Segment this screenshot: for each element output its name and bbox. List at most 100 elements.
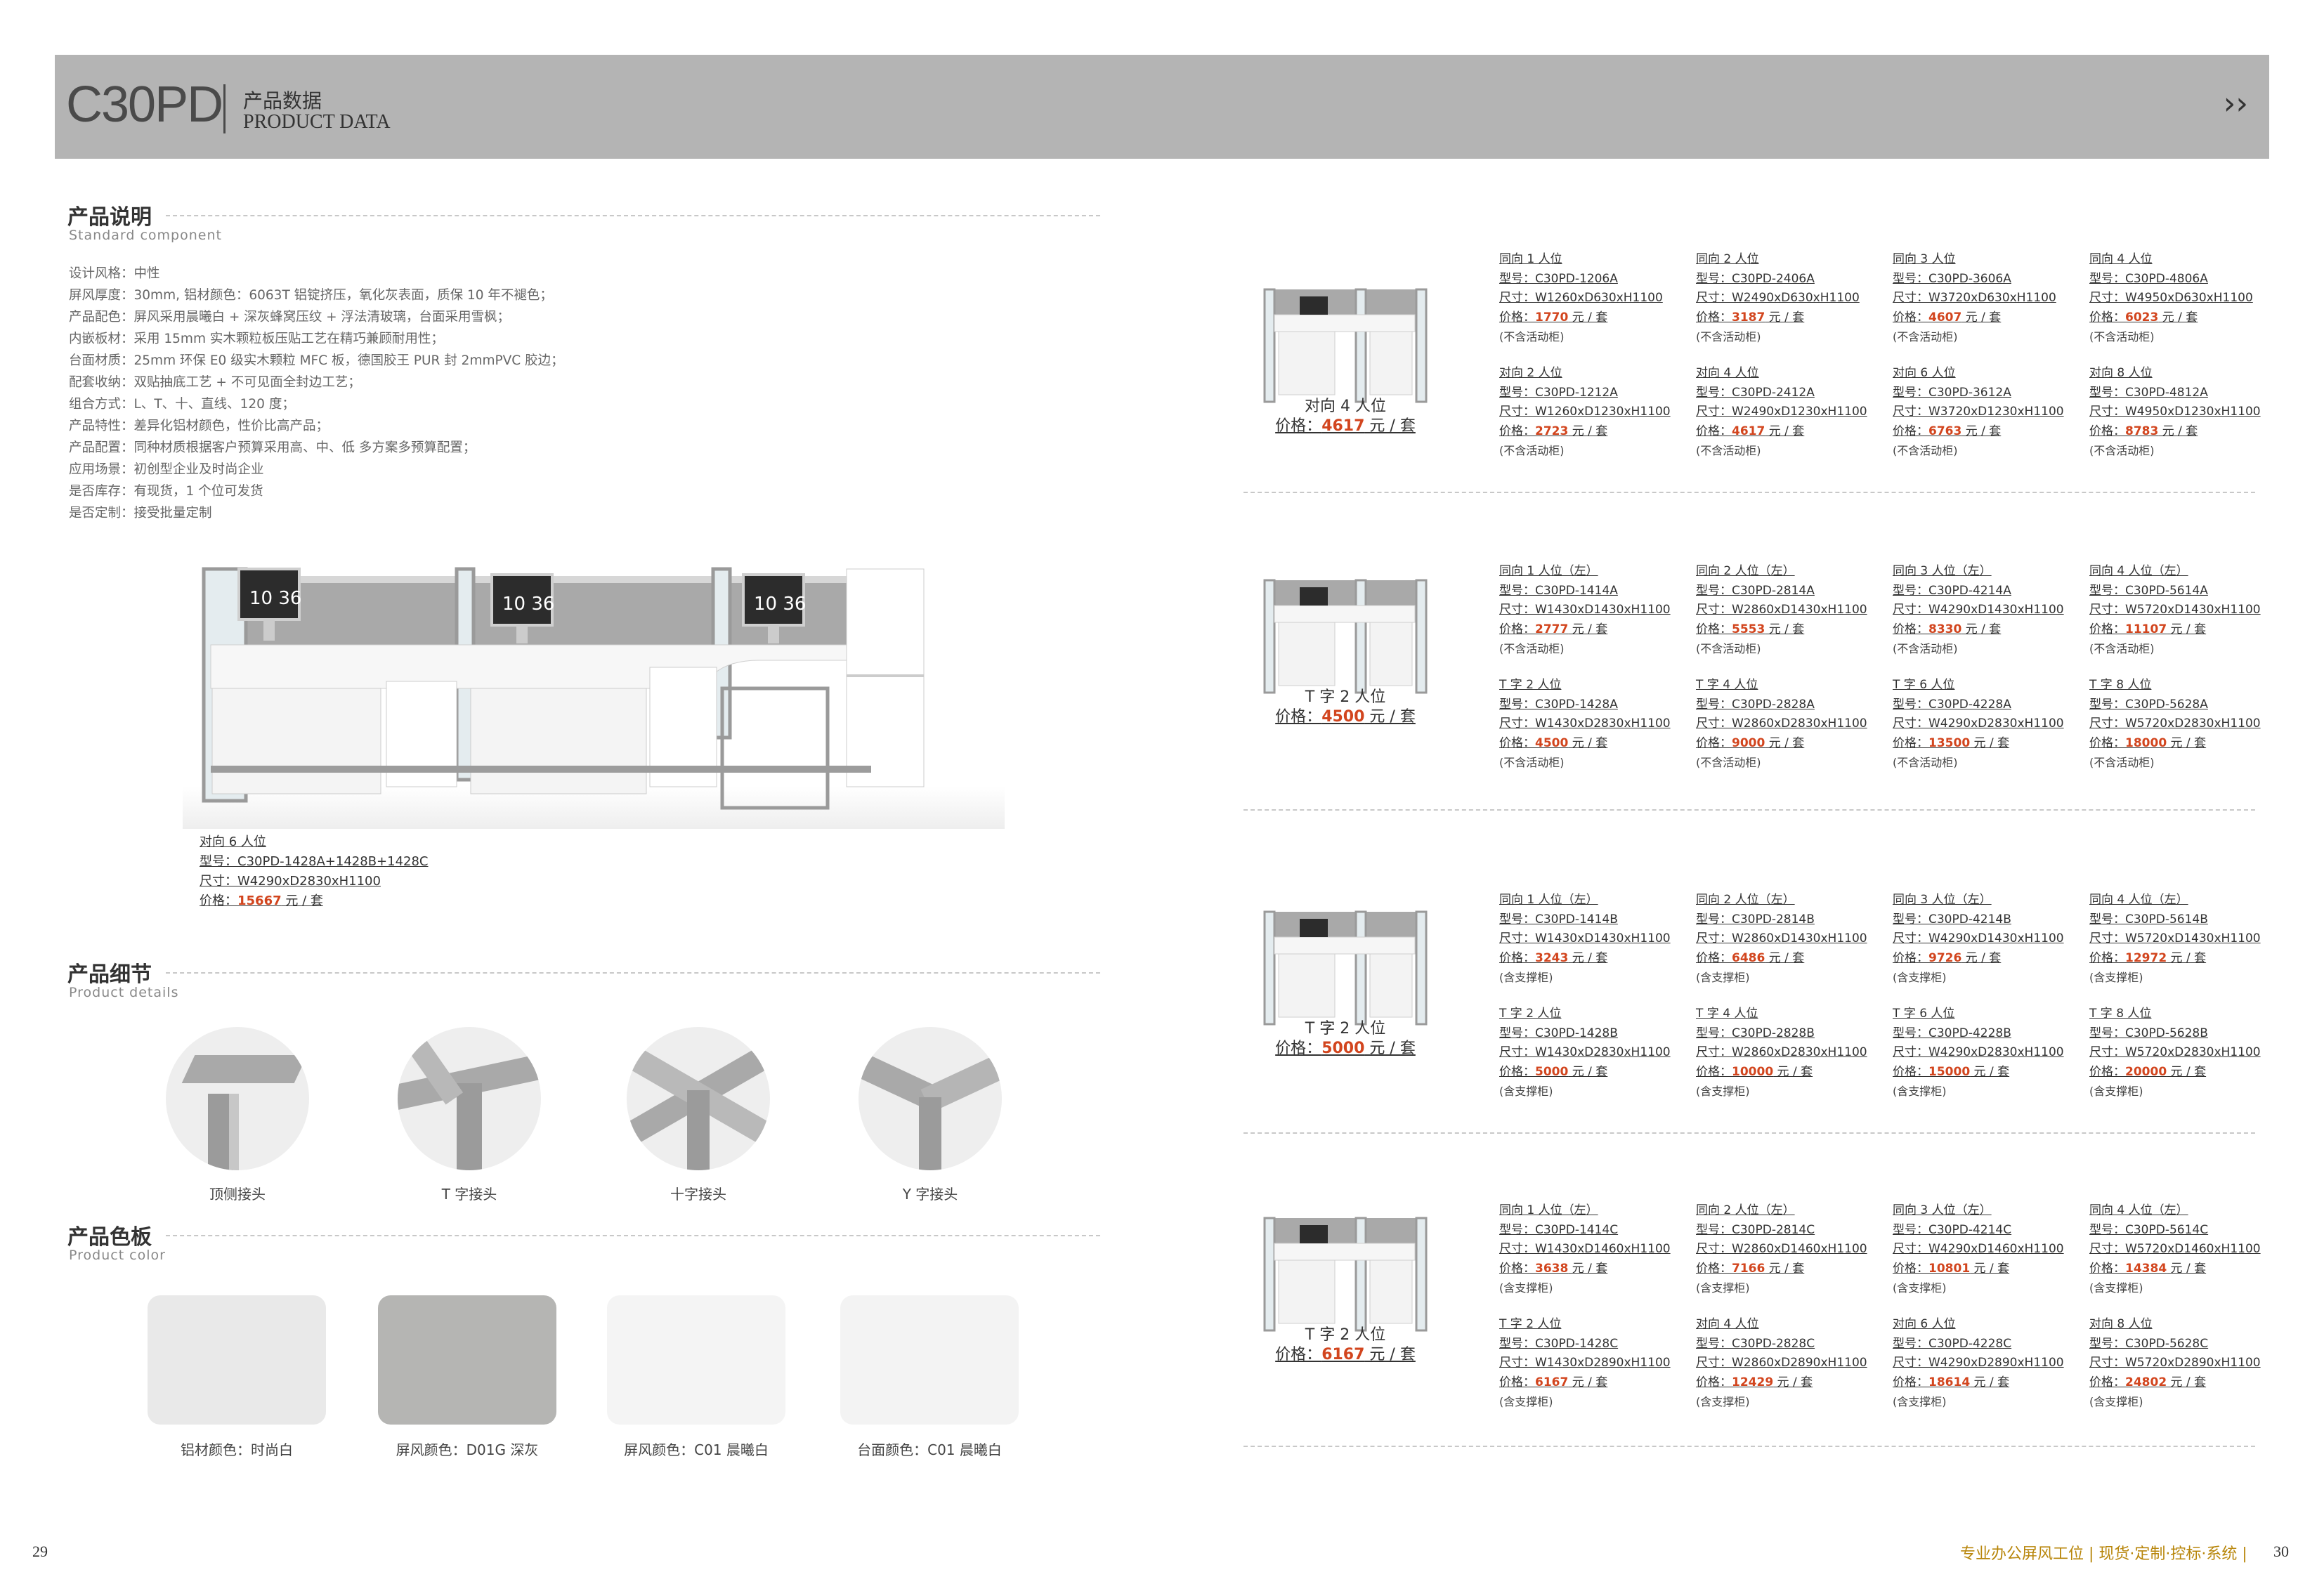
product-size: 尺寸：W4290xD2830xH1100 bbox=[1893, 1045, 2064, 1059]
product-note: (不含活动柜) bbox=[1696, 330, 1761, 343]
product-note: (不含活动柜) bbox=[2089, 444, 2155, 457]
product-price: 价格：3243 元 / 套 bbox=[1499, 950, 1608, 965]
product-size: 尺寸：W5720xD2830xH1100 bbox=[2089, 1045, 2261, 1059]
product-size: 尺寸：W3720xD1230xH1100 bbox=[1893, 405, 2064, 419]
monitor-clock: 10 36 bbox=[502, 594, 554, 615]
product-name: 同向 4 人位 bbox=[2089, 252, 2153, 266]
detail-label: T 字接头 bbox=[441, 1186, 497, 1203]
product-price: 价格：13500 元 / 套 bbox=[1893, 735, 2010, 750]
product-name: 同向 2 人位（左） bbox=[1696, 564, 1795, 578]
product-model: 型号：C30PD-4214B bbox=[1893, 912, 2011, 927]
product-spec-card: 同向 3 人位（左） 型号：C30PD-4214A 尺寸：W4290xD1430… bbox=[1893, 562, 2064, 659]
product-note: (不含活动柜) bbox=[1696, 642, 1761, 655]
product-size: 尺寸：W4290xD1430xH1100 bbox=[1893, 603, 2064, 617]
product-note: (不含活动柜) bbox=[2089, 642, 2155, 655]
header-divider bbox=[223, 84, 226, 133]
product-size: 尺寸：W2860xD1460xH1100 bbox=[1696, 1242, 1867, 1256]
product-spec-card: 同向 1 人位 型号：C30PD-1206A 尺寸：W1260xD630xH11… bbox=[1499, 250, 1663, 347]
spec-item: 产品配色：屏风采用晨曦白 + 深灰蜂窝压纹 + 浮法清玻璃，台面采用雪枫； bbox=[69, 310, 511, 325]
product-price: 价格：7166 元 / 套 bbox=[1696, 1261, 1805, 1276]
product-name: 对向 8 人位 bbox=[2089, 366, 2153, 380]
product-model: 型号：C30PD-1428A bbox=[1499, 697, 1618, 712]
product-spec-card: 同向 4 人位（左） 型号：C30PD-5614B 尺寸：W5720xD1430… bbox=[2089, 891, 2261, 988]
product-note: (不含活动柜) bbox=[1499, 756, 1565, 769]
product-model: 型号：C30PD-1428B bbox=[1499, 1026, 1618, 1040]
product-spec-card: 同向 3 人位（左） 型号：C30PD-4214C 尺寸：W4290xD1460… bbox=[1893, 1201, 2064, 1298]
product-model: 型号：C30PD-4228B bbox=[1893, 1026, 2011, 1040]
product-size: 尺寸：W4950xD1230xH1100 bbox=[2089, 405, 2261, 419]
product-note: (含支撑柜) bbox=[1499, 1281, 1553, 1295]
spec-item: 内嵌板材：采用 15mm 实木颗粒板压贴工艺在精巧兼顾耐用性； bbox=[69, 332, 444, 346]
product-model: 型号：C30PD-2814C bbox=[1696, 1222, 1815, 1237]
product-name: T 字 4 人位 bbox=[1696, 678, 1758, 692]
product-spec-card: 对向 2 人位 型号：C30PD-1212A 尺寸：W1260xD1230xH1… bbox=[1499, 364, 1671, 461]
product-note: (含支撑柜) bbox=[2089, 1281, 2143, 1295]
product-name: 同向 4 人位（左） bbox=[2089, 564, 2188, 578]
t-joint-graphic bbox=[398, 1040, 541, 1170]
product-price: 价格：4607 元 / 套 bbox=[1893, 310, 2002, 325]
product-name: T 字 2 人位 bbox=[1499, 1007, 1562, 1021]
product-spec-card: 同向 3 人位 型号：C30PD-3606A 尺寸：W3720xD630xH11… bbox=[1893, 250, 2056, 347]
product-name: 同向 2 人位（左） bbox=[1696, 893, 1795, 907]
spec-item: 配套收纳：双贴抽底工艺 + 不可见面全封边工艺； bbox=[69, 375, 361, 390]
product-model: 型号：C30PD-2412A bbox=[1696, 385, 1815, 400]
product-model: 型号：C30PD-5628C bbox=[2089, 1336, 2209, 1351]
product-note: (含支撑柜) bbox=[1499, 971, 1553, 984]
footer-slogan: 专业办公屏风工位 | 现货·定制·控标·系统 | bbox=[1960, 1545, 2247, 1563]
product-note: (含支撑柜) bbox=[1696, 1085, 1750, 1098]
detail-t-joint bbox=[398, 1027, 541, 1170]
product-price: 价格：4500 元 / 套 bbox=[1499, 735, 1608, 750]
product-spec-card: 对向 4 人位 型号：C30PD-2412A 尺寸：W2490xD1230xH1… bbox=[1696, 364, 1867, 461]
product-price: 价格：18614 元 / 套 bbox=[1893, 1375, 2010, 1389]
product-model: 型号：C30PD-1414C bbox=[1499, 1222, 1619, 1237]
product-price: 价格：15000 元 / 套 bbox=[1893, 1064, 2010, 1079]
product-model: 型号：C30PD-4228A bbox=[1893, 697, 2011, 712]
product-model: 型号：C30PD-3612A bbox=[1893, 385, 2011, 400]
swatch-label: 台面颜色：C01 晨曦白 bbox=[857, 1441, 1002, 1458]
product-spec-card: T 字 6 人位 型号：C30PD-4228A 尺寸：W4290xD2830xH… bbox=[1893, 676, 2064, 773]
product-price: 价格：4617 元 / 套 bbox=[1696, 424, 1805, 438]
product-name: T 字 6 人位 bbox=[1893, 678, 1955, 692]
product-size: 尺寸：W5720xD1430xH1100 bbox=[2089, 603, 2261, 617]
product-spec-card: 同向 4 人位（左） 型号：C30PD-5614C 尺寸：W5720xD1460… bbox=[2089, 1201, 2261, 1298]
product-model: 型号：C30PD-4214A bbox=[1893, 583, 2011, 598]
description-title: 产品说明 bbox=[67, 205, 152, 230]
cross-joint-graphic bbox=[627, 1040, 770, 1170]
product-price: 价格：1770 元 / 套 bbox=[1499, 310, 1608, 325]
product-note: (含支撑柜) bbox=[2089, 971, 2143, 984]
double-chevron-right-icon[interactable]: ›› bbox=[2223, 86, 2248, 122]
product-name: T 字 8 人位 bbox=[2089, 678, 2152, 692]
product-name: 对向 6 人位 bbox=[1893, 366, 1956, 380]
section-divider bbox=[166, 972, 1100, 974]
product-price: 价格：6486 元 / 套 bbox=[1696, 950, 1805, 965]
product-spec-card: 对向 6 人位 型号：C30PD-4228C 尺寸：W4290xD2890xH1… bbox=[1893, 1315, 2064, 1412]
product-model: 型号：C30PD-5628B bbox=[2089, 1026, 2208, 1040]
product-name: 同向 1 人位（左） bbox=[1499, 564, 1598, 578]
header-band: C30PD 产品数据 PRODUCT DATA ›› bbox=[55, 55, 2269, 159]
product-size: 尺寸：W2860xD2830xH1100 bbox=[1696, 716, 1867, 731]
product-size: 尺寸：W1260xD1230xH1100 bbox=[1499, 405, 1671, 419]
product-note: (不含活动柜) bbox=[1499, 444, 1565, 457]
group-thumbnail bbox=[1263, 1217, 1428, 1332]
product-name: 同向 1 人位 bbox=[1499, 252, 1562, 266]
product-size: 尺寸：W2860xD2890xH1100 bbox=[1696, 1356, 1867, 1370]
product-spec-card: 对向 6 人位 型号：C30PD-3612A 尺寸：W3720xD1230xH1… bbox=[1893, 364, 2064, 461]
group-thumbnail bbox=[1263, 579, 1428, 694]
product-size: 尺寸：W1430xD1430xH1100 bbox=[1499, 603, 1671, 617]
product-note: (含支撑柜) bbox=[1893, 1395, 1947, 1408]
product-size: 尺寸：W1260xD630xH1100 bbox=[1499, 291, 1663, 305]
product-price: 价格：18000 元 / 套 bbox=[2089, 735, 2207, 750]
group-thumb-price: 价格：6167 元 / 套 bbox=[1275, 1346, 1416, 1363]
product-model: 型号：C30PD-4806A bbox=[2089, 271, 2208, 286]
main-product-price: 价格：15667 元 / 套 bbox=[200, 894, 323, 908]
product-size: 尺寸：W5720xD2890xH1100 bbox=[2089, 1356, 2261, 1370]
swatch-desktop-morning-white bbox=[840, 1295, 1019, 1425]
product-size: 尺寸：W5720xD1460xH1100 bbox=[2089, 1242, 2261, 1256]
product-spec-card: T 字 4 人位 型号：C30PD-2828A 尺寸：W2860xD2830xH… bbox=[1696, 676, 1867, 773]
product-price: 价格：6763 元 / 套 bbox=[1893, 424, 2002, 438]
colors-title: 产品色板 bbox=[67, 1225, 152, 1250]
product-name: T 字 8 人位 bbox=[2089, 1007, 2152, 1021]
product-name: T 字 4 人位 bbox=[1696, 1007, 1758, 1021]
product-price: 价格：24802 元 / 套 bbox=[2089, 1375, 2207, 1389]
swatch-screen-morning-white bbox=[607, 1295, 785, 1425]
